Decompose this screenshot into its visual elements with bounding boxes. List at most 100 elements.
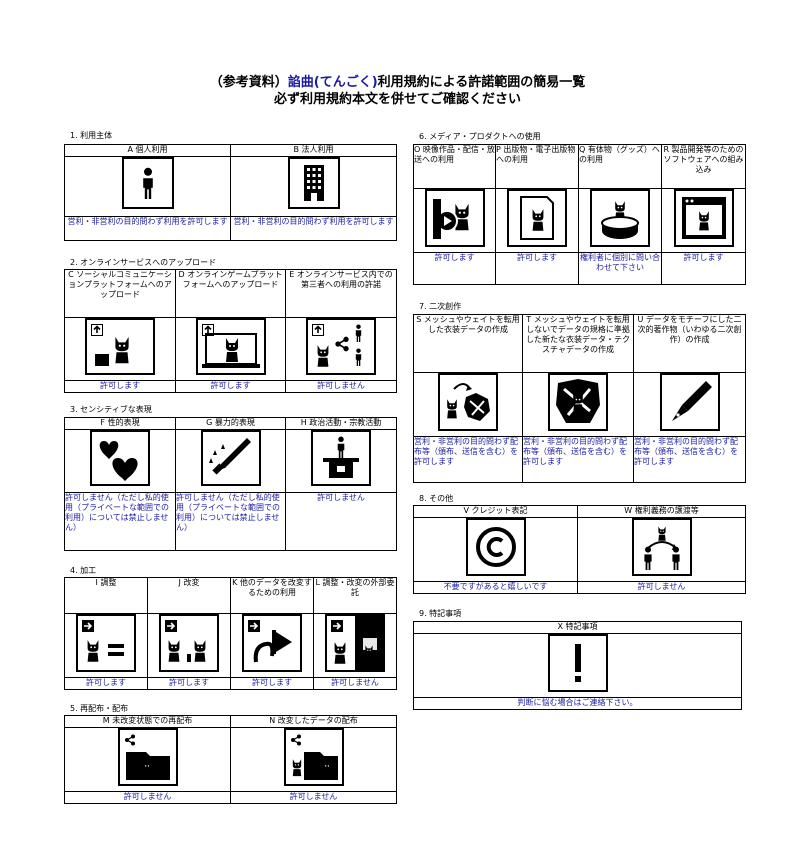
permission-table: S メッシュやウェイトを転用した衣装データの作成 T メッシュやウェイトを転用し… <box>413 314 746 483</box>
outsource-icon <box>325 614 385 672</box>
permission-answer: 許可します <box>413 252 496 285</box>
permission-answer: 許可しません <box>313 677 397 690</box>
column-header: Q 有体物（グッズ）への利用 <box>578 144 662 189</box>
hearts-icon <box>90 430 150 486</box>
column-header: N 改変したデータの配布 <box>230 715 397 728</box>
permission-table: O 映像作品・配信・放送への利用 P 出版物・電子出版物への利用 Q 有体物（グ… <box>413 144 746 285</box>
publication-icon <box>507 189 567 247</box>
section-title: 5. 再配布・配布 <box>70 704 129 713</box>
section-title: 8. その他 <box>419 494 454 503</box>
permission-answer: 許可しません <box>230 791 397 804</box>
column-header: W 権利義務の譲渡等 <box>577 505 746 518</box>
section-title: 9. 特記事項 <box>419 609 462 618</box>
permission-table: F 性的表現 G 暴力的表現 H 政治活動・宗教活動 許可しません（ただし私的使… <box>64 417 397 551</box>
section-title: 3. センシティブな表現 <box>70 405 152 414</box>
title-line-1: （参考資料）諂曲(てんごく)利用規約による許諾範囲の簡易一覧 <box>0 74 795 91</box>
permission-answer: 営利・非営利の目的問わず利用を許可します <box>230 216 397 241</box>
section-usage-subject: 1. 利用主体 A 個人利用 B 法人利用 営利・非営利の目的問わず利用を許可し… <box>64 128 398 248</box>
section-sensitive-expression: 3. センシティブな表現 F 性的表現 G 暴力的表現 H 政治活動・宗教活動 … <box>64 403 398 553</box>
permission-answer: 許可しません <box>64 791 231 804</box>
transfer-icon <box>631 518 692 576</box>
column-header: O 映像作品・配信・放送への利用 <box>413 144 496 189</box>
title-accent: 諂曲(てんごく) <box>287 75 378 90</box>
redistribute-icon <box>117 728 178 786</box>
section-other: 8. その他 V クレジット表記 W 権利義務の譲渡等 不要ですがあると嬉しいで… <box>413 492 747 598</box>
column-header: F 性的表現 <box>64 417 176 430</box>
permission-answer: 許可しません（ただし私的使用（プライベートな範囲での利用）については禁止しません… <box>64 492 176 551</box>
column-header: U データをモチーフにした二次的著作物（いわゆる二次創作）の作成 <box>633 314 746 373</box>
upload-social-icon <box>85 318 155 375</box>
section-redistribution: 5. 再配布・配布 M 未改変状態での再配布 N 改変したデータの配布 許可しま… <box>64 702 398 806</box>
permission-answer: 営利・非営利の目的問わず利用を許可します <box>64 216 231 241</box>
copyright-icon <box>465 518 526 576</box>
permission-answer: 許可しません <box>285 380 397 393</box>
column-header: G 暴力的表現 <box>175 417 286 430</box>
title-prefix: （参考資料） <box>209 75 288 90</box>
permission-answer: 営利・非営利の目的問わず配布等（頒布、送信を含む）を許可します <box>522 436 634 483</box>
building-icon <box>287 157 340 209</box>
costume-mesh-icon <box>438 373 498 431</box>
column-header: D オンラインゲームプラットフォームへのアップロード <box>175 269 286 318</box>
column-header: E オンラインサービス内での第三者への利用の許諾 <box>285 269 397 318</box>
column-header: K 他のデータを改変するための利用 <box>230 577 314 614</box>
person-icon <box>121 157 174 209</box>
column-header: I 調整 <box>64 577 148 614</box>
permission-answer: 許可しません <box>577 581 746 594</box>
section-title: 4. 加工 <box>70 566 97 575</box>
distribute-modified-icon <box>283 728 344 786</box>
column-header: X 特記事項 <box>413 621 742 634</box>
section-processing: 4. 加工 I 調整 J 改変 K 他のデータを改変するための利用 L 調整・改… <box>64 564 398 692</box>
permission-answer: 許可します <box>495 252 579 285</box>
permission-table: M 未改変状態での再配布 N 改変したデータの配布 許可しません 許可しません <box>64 715 397 804</box>
page-title: （参考資料）諂曲(てんごく)利用規約による許諾範囲の簡易一覧 必ず利用規約本文を… <box>0 74 795 108</box>
pen-nib-icon <box>659 373 720 431</box>
knife-icon <box>200 430 261 486</box>
goods-icon <box>590 189 650 247</box>
share-network-icon <box>306 318 376 375</box>
section-derivative-works: 7. 二次創作 S メッシュやウェイトを転用した衣装データの作成 T メッシュや… <box>413 300 747 486</box>
permission-answer: 営利・非営利の目的問わず配布等（頒布、送信を含む）を許可します <box>633 436 746 483</box>
column-header: V クレジット表記 <box>413 505 578 518</box>
permission-answer: 権利者に個別に問い合わせて下さい <box>578 252 662 285</box>
permission-table: C ソーシャルコミュニケーションプラットフォームへのアップロード D オンライン… <box>64 269 397 393</box>
column-header: R 製品開発等のためのソフトウェアへの組み込み <box>661 144 746 189</box>
section-title: 2. オンラインサービスへのアップロード <box>70 258 217 267</box>
permission-answer: 許可します <box>64 380 176 393</box>
permission-answer: 許可します <box>661 252 746 285</box>
column-header: L 調整・改変の外部委託 <box>313 577 397 614</box>
section-title: 1. 利用主体 <box>70 131 113 140</box>
section-online-upload: 2. オンラインサービスへのアップロード C ソーシャルコミュニケーションプラッ… <box>64 256 398 394</box>
permission-table: A 個人利用 B 法人利用 営利・非営利の目的問わず利用を許可します 営利・非営… <box>64 144 397 241</box>
permission-answer: 不要ですがあると嬉しいです <box>413 581 578 594</box>
column-header: B 法人利用 <box>230 144 397 157</box>
upload-game-icon <box>195 318 266 375</box>
permission-answer: 判断に悩む場合はご連絡下さい。 <box>413 697 742 710</box>
permission-answer: 許可します <box>64 677 148 690</box>
permission-table: V クレジット表記 W 権利義務の譲渡等 不要ですがあると嬉しいです 許可しませ… <box>413 505 746 594</box>
adjust-icon <box>76 614 136 672</box>
permission-answer: 許可します <box>230 677 314 690</box>
title-suffix: 利用規約による許諾範囲の簡易一覧 <box>377 75 586 90</box>
section-special-notes: 9. 特記事項 X 特記事項 判断に悩む場合はご連絡下さい。 <box>413 607 747 717</box>
column-header: M 未改変状態での再配布 <box>64 715 231 728</box>
column-header: J 改変 <box>147 577 231 614</box>
exclamation-icon <box>547 634 608 692</box>
costume-new-icon <box>548 373 608 431</box>
column-header: P 出版物・電子出版物への利用 <box>495 144 579 189</box>
column-header: S メッシュやウェイトを転用した衣装データの作成 <box>413 314 523 373</box>
modify-icon <box>159 614 219 672</box>
section-media-products: 6. メディア・プロダクトへの使用 O 映像作品・配信・放送への利用 P 出版物… <box>413 128 747 294</box>
permission-answer: 営利・非営利の目的問わず配布等（頒布、送信を含む）を許可します <box>413 436 523 483</box>
column-header: T メッシュやウェイトを転用しないでデータの規格に準拠した新たな衣装データ・テク… <box>522 314 634 373</box>
video-icon <box>424 189 485 247</box>
modify-other-icon <box>242 614 302 672</box>
column-header: A 個人利用 <box>64 144 231 157</box>
permission-answer: 許可しません <box>285 492 397 551</box>
column-header: H 政治活動・宗教活動 <box>285 417 397 430</box>
permission-answer: 許可します <box>175 380 286 393</box>
section-title: 6. メディア・プロダクトへの使用 <box>419 132 541 141</box>
permission-answer: 許可します <box>147 677 231 690</box>
permission-table: X 特記事項 判断に悩む場合はご連絡下さい。 <box>413 621 742 710</box>
title-line-2: 必ず利用規約本文を併せてご確認ください <box>273 92 521 107</box>
software-icon <box>673 189 734 247</box>
